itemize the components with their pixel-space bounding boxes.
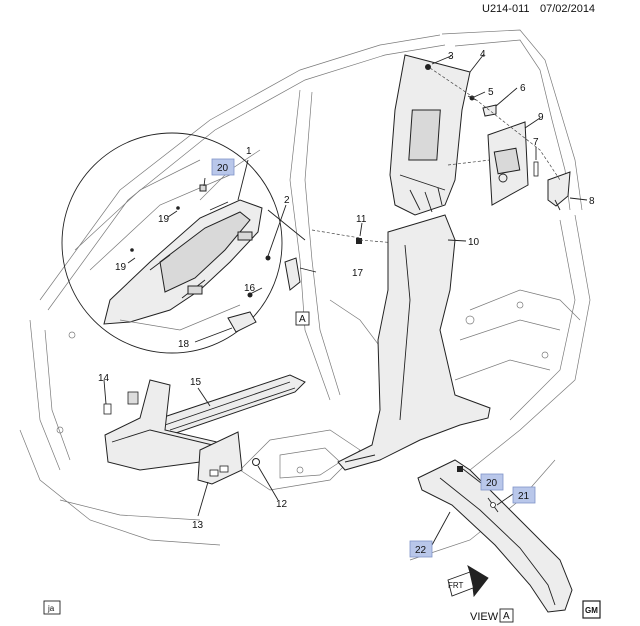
callout-10: 10 (468, 237, 480, 248)
svg-text:20: 20 (486, 478, 498, 489)
part-22-a-pillar-trim (417, 459, 573, 613)
callout-19-upper: 19 (158, 214, 170, 225)
view-a-label: VIEW A (470, 608, 514, 623)
front-direction-arrow: FRT (447, 564, 489, 598)
part-15-sill-plate (149, 374, 306, 436)
part-17-cover (284, 257, 301, 291)
part-10-lower-pillar-trim (337, 214, 491, 471)
callout-19-lower: 19 (115, 262, 127, 273)
part-8-bracket (547, 171, 571, 207)
callout-22: 22 (409, 540, 433, 558)
gm-logo: GM (582, 600, 601, 619)
callout-12: 12 (276, 499, 288, 510)
callout-14: 14 (98, 373, 110, 384)
callout-21: 21 (512, 486, 536, 504)
fastener-12 (252, 458, 260, 466)
fastener-5 (469, 95, 475, 101)
callout-6: 6 (520, 83, 526, 94)
view-a-marker: A (295, 311, 310, 326)
svg-text:20: 20 (217, 163, 229, 174)
diagram-date: 07/02/2014 (540, 3, 595, 15)
callout-13: 13 (192, 520, 204, 531)
svg-text:FRT: FRT (448, 581, 464, 590)
svg-text:A: A (299, 314, 306, 325)
callout-3: 3 (448, 51, 454, 62)
callout-20-upper: 20 (211, 158, 235, 176)
callout-5: 5 (488, 87, 494, 98)
svg-text:GM: GM (585, 606, 598, 615)
fastener-3 (425, 64, 431, 70)
callout-16: 16 (244, 283, 256, 294)
callout-11: 11 (356, 214, 367, 225)
callout-17: 17 (352, 268, 364, 279)
vehicle-body-outline (19, 29, 591, 561)
fastener-20 (457, 466, 463, 472)
svg-text:21: 21 (518, 491, 530, 502)
callout-1: 1 (246, 146, 252, 157)
callout-2: 2 (284, 195, 290, 206)
callout-15: 15 (190, 377, 202, 388)
part-13-lower-panel (197, 431, 243, 485)
svg-text:A: A (503, 611, 510, 622)
callout-7: 7 (533, 137, 539, 148)
svg-text:22: 22 (415, 545, 427, 556)
part-4-upper-pillar-trim (389, 54, 471, 216)
footer-initials: ja (43, 600, 61, 615)
callout-18: 18 (178, 339, 190, 350)
callout-4: 4 (480, 49, 486, 60)
part-7-pin (533, 161, 539, 177)
detail-magnifier-circle (61, 132, 306, 354)
diagram-code: U214-011 (482, 3, 530, 15)
fastener-11 (356, 238, 362, 244)
callout-9: 9 (538, 112, 544, 123)
callout-20-lower: 20 (480, 473, 504, 491)
svg-text:ja: ja (47, 604, 55, 613)
svg-text:VIEW: VIEW (470, 611, 499, 623)
callout-8: 8 (589, 196, 595, 207)
